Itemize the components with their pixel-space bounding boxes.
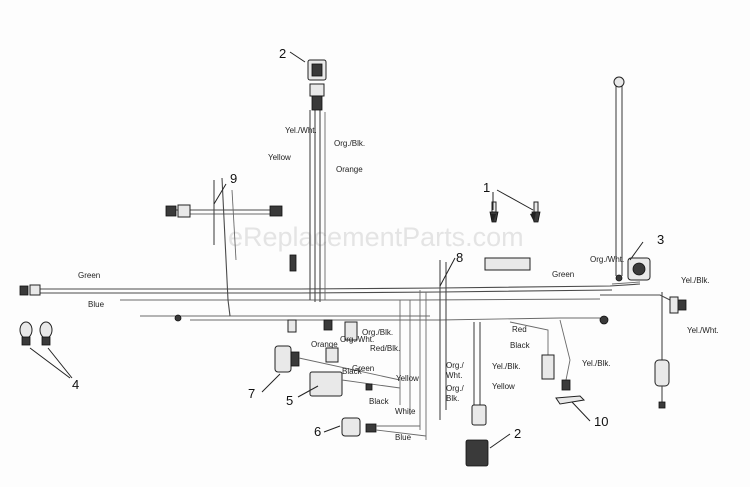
- callout-1: 1: [483, 180, 490, 195]
- inline-connector: [289, 254, 297, 272]
- label-org-wht-mid: Org./Wht.: [340, 335, 374, 344]
- callout-5: 5: [286, 393, 293, 408]
- label-red-blk-mid: Red/Blk.: [370, 344, 400, 353]
- callout-3: 3: [657, 232, 664, 247]
- solenoid: [611, 257, 651, 285]
- label-yellow-top: Yellow: [268, 153, 291, 162]
- label-orange-mid: Orange: [311, 340, 338, 349]
- right-branch: [600, 292, 687, 409]
- left-terminal: [19, 285, 29, 296]
- pto-switch: [274, 345, 401, 381]
- label-green-right: Green: [552, 270, 574, 279]
- mid-connector-c: [325, 347, 339, 363]
- wire-labels: Yel./Wht. Org./Blk. Yellow Orange Green …: [78, 126, 719, 442]
- callout-2-top: 2: [279, 46, 286, 61]
- light-harness: [165, 177, 283, 317]
- main-harness: [30, 260, 641, 440]
- label-org-blk-top: Org./Blk.: [334, 139, 365, 148]
- battery-cable: [613, 76, 625, 282]
- watermark-text: eReplacementParts.com: [228, 222, 524, 252]
- label-yel-blk-c: Yel./Blk.: [492, 362, 521, 371]
- label-black-mid: Black: [342, 367, 363, 376]
- callout-4: 4: [72, 377, 79, 392]
- black-terminal: [365, 383, 373, 391]
- callout-10: 10: [594, 414, 608, 429]
- callout-numbers: 2 1 3 9 8 4 7 5 6 10 2: [72, 46, 664, 441]
- label-yellow-mid: Yellow: [396, 374, 419, 383]
- light-bulbs: [19, 321, 53, 346]
- right-ring-terminal: [599, 315, 609, 325]
- label-black-low: Black: [369, 397, 390, 406]
- callout-8: 8: [456, 250, 463, 265]
- label-yel-blk-low: Yel./Blk.: [582, 359, 611, 368]
- left-connector: [29, 284, 41, 296]
- label-green-mid: Green: [352, 364, 374, 373]
- label-org-wht-right: Org./Wht.: [590, 255, 624, 264]
- mid-connector-a: [323, 319, 333, 331]
- callout-7: 7: [248, 386, 255, 401]
- label-green-left: Green: [78, 271, 100, 280]
- ground-ring: [174, 314, 182, 322]
- callout-9: 9: [230, 171, 237, 186]
- key: [555, 395, 586, 405]
- label-org-wht-c-1: Org./: [446, 361, 465, 370]
- label-yel-blk-right: Yel./Blk.: [681, 276, 710, 285]
- middle-plug: [287, 319, 297, 333]
- label-org-blk-c-2: Blk.: [446, 394, 459, 403]
- label-yellow-c: Yellow: [492, 382, 515, 391]
- ignition-switch-top: [307, 59, 327, 111]
- callout-6: 6: [314, 424, 321, 439]
- label-yel-wht-right: Yel./Wht.: [687, 326, 719, 335]
- right-module: [509, 319, 571, 391]
- label-white-low: White: [395, 407, 416, 416]
- callout-leaders: [29, 51, 644, 449]
- label-black-right: Black: [510, 341, 531, 350]
- label-yel-wht-top: Yel./Wht.: [285, 126, 317, 135]
- mid-connector-b: [344, 321, 358, 341]
- label-orange-top: Orange: [336, 165, 363, 174]
- label-org-wht-c-2: Wht.: [446, 371, 462, 380]
- mounting-plate: [484, 257, 531, 271]
- upper-trunk: [309, 110, 326, 302]
- label-blue-left: Blue: [88, 300, 105, 309]
- label-blue-low: Blue: [395, 433, 412, 442]
- seat-switch: [341, 417, 427, 437]
- label-red-right: Red: [512, 325, 527, 334]
- ignition-switch-bottom: [465, 322, 489, 467]
- label-org-blk-mid: Org./Blk.: [362, 328, 393, 337]
- label-org-blk-c-1: Org./: [446, 384, 465, 393]
- callout-2-bottom: 2: [514, 426, 521, 441]
